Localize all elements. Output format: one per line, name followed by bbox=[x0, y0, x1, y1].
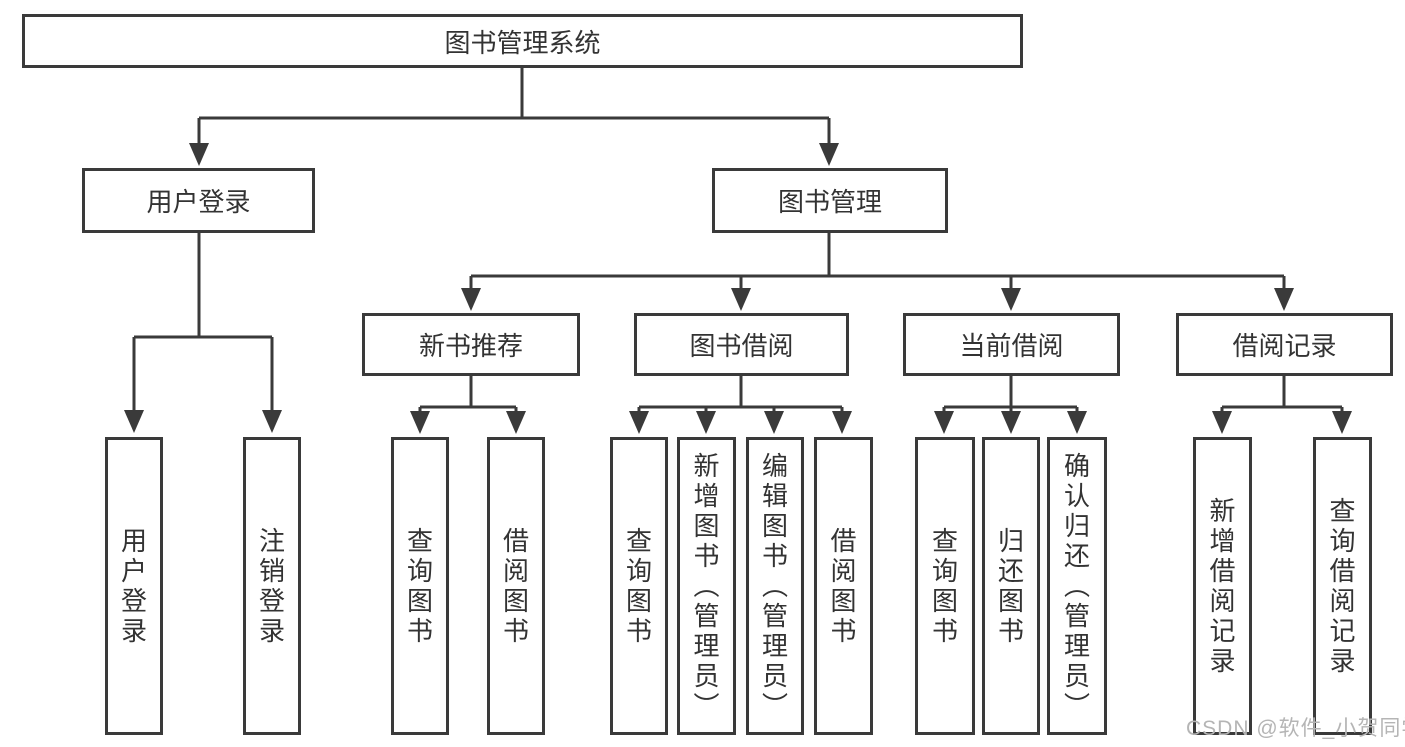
node-book-management-label: 图书管理 bbox=[777, 187, 882, 217]
node-borrowing-records-label: 借阅记录 bbox=[1232, 331, 1337, 361]
node-leaf-logout: 注销登录 bbox=[243, 437, 301, 735]
node-leaf-confirm-return-admin: 确认归还︵管理员︶ bbox=[1047, 437, 1107, 735]
node-leaf-user-login: 用户登录 bbox=[105, 437, 163, 735]
node-new-book-recommendation-label: 新书推荐 bbox=[418, 331, 523, 361]
node-leaf-borrow-books-label: 借阅图书 bbox=[830, 526, 857, 646]
node-leaf-borrow-books-recommend: 借阅图书 bbox=[487, 437, 545, 735]
node-borrowing-records: 借阅记录 bbox=[1176, 313, 1393, 376]
node-new-book-recommendation: 新书推荐 bbox=[362, 313, 580, 376]
node-leaf-query-books-current-label: 查询图书 bbox=[931, 526, 958, 646]
node-leaf-confirm-return-admin-label: 确认归还︵管理员︶ bbox=[1063, 451, 1090, 721]
node-leaf-return-books: 归还图书 bbox=[982, 437, 1040, 735]
csdn-watermark: CSDN @软件_小贺同学 bbox=[1186, 717, 1405, 740]
node-leaf-add-borrow-record-label: 新增借阅记录 bbox=[1209, 496, 1236, 676]
node-book-borrowing: 图书借阅 bbox=[634, 313, 849, 376]
node-book-borrowing-label: 图书借阅 bbox=[689, 331, 794, 361]
node-user-login-label: 用户登录 bbox=[146, 187, 251, 217]
node-library-management-system-label: 图书管理系统 bbox=[444, 27, 601, 58]
node-leaf-query-books-borrow: 查询图书 bbox=[610, 437, 668, 735]
node-leaf-borrow-books-recommend-label: 借阅图书 bbox=[502, 526, 529, 646]
node-leaf-query-books-recommend-label: 查询图书 bbox=[406, 526, 433, 646]
node-leaf-query-borrow-record-label: 查询借阅记录 bbox=[1329, 496, 1356, 676]
node-leaf-logout-label: 注销登录 bbox=[258, 526, 285, 646]
node-leaf-query-borrow-record: 查询借阅记录 bbox=[1313, 437, 1372, 735]
node-leaf-user-login-label: 用户登录 bbox=[120, 526, 147, 646]
node-leaf-add-borrow-record: 新增借阅记录 bbox=[1193, 437, 1252, 735]
node-leaf-add-books-admin-label: 新增图书︵管理员︶ bbox=[693, 451, 720, 721]
node-leaf-query-books-current: 查询图书 bbox=[915, 437, 975, 735]
node-leaf-add-books-admin: 新增图书︵管理员︶ bbox=[677, 437, 736, 735]
node-leaf-query-books-borrow-label: 查询图书 bbox=[625, 526, 652, 646]
node-leaf-edit-books-admin: 编辑图书︵管理员︶ bbox=[746, 437, 804, 735]
node-leaf-borrow-books: 借阅图书 bbox=[814, 437, 873, 735]
node-leaf-edit-books-admin-label: 编辑图书︵管理员︶ bbox=[761, 451, 788, 721]
node-leaf-query-books-recommend: 查询图书 bbox=[391, 437, 449, 735]
node-book-management: 图书管理 bbox=[712, 168, 948, 233]
node-library-management-system: 图书管理系统 bbox=[22, 14, 1023, 68]
node-leaf-return-books-label: 归还图书 bbox=[997, 526, 1024, 646]
node-user-login: 用户登录 bbox=[82, 168, 315, 233]
node-current-borrowing-label: 当前借阅 bbox=[959, 331, 1064, 361]
node-current-borrowing: 当前借阅 bbox=[903, 313, 1120, 376]
